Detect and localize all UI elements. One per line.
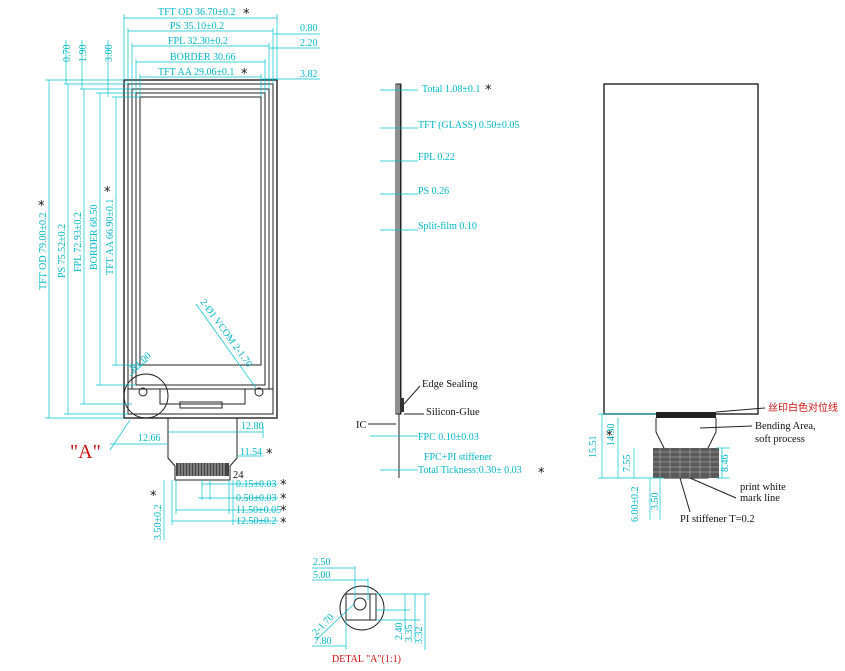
dim-bottom-left: 3.50±0.2 [153, 505, 164, 541]
ast-side: * [485, 83, 492, 98]
dim-bottom-3: 11.50±0.05 [236, 505, 281, 516]
dim-left-3: 3.00 [104, 45, 115, 63]
detail-dim-1: 2.50 [313, 557, 331, 568]
a-label: "A" [70, 441, 101, 463]
detail-a: 2.50 5.00 2-1.70 7.80 2.40 3.35 3.32 DET… [310, 557, 430, 665]
ps-outline [127, 83, 274, 415]
tft-od-outline [123, 79, 278, 419]
dim-bottom-4: 12.50±0.2 [236, 516, 277, 527]
layer-fpl: FPL 0.22 [418, 152, 455, 163]
fpc-label: FPC 0.10±0.03 [418, 432, 479, 443]
fpc-pi-label: FPC+PI stiffener [424, 452, 493, 463]
layer-total: Total 1.08±0.1 [422, 84, 480, 95]
ast-left-1: * [38, 199, 45, 214]
pin-label: 24 [233, 470, 244, 481]
dim-left-2: 1.90 [78, 45, 89, 63]
vcom-hole-right [254, 387, 264, 397]
layer-ps: PS 0.26 [418, 186, 449, 197]
detail-dim-6: 3.35 [404, 625, 415, 643]
detail-dim-5: 2.40 [394, 623, 405, 641]
detail-a-circle [123, 373, 169, 419]
back-dim-2: 14.30 [606, 424, 617, 447]
back-dim-1: 15.51 [588, 436, 599, 459]
vcom-hole-left [138, 387, 148, 397]
edge-seal [400, 398, 404, 412]
ast-top-2: * [241, 67, 248, 82]
dim-right-1: 0.80 [300, 23, 318, 34]
bending-label-2: soft process [755, 434, 805, 445]
bottom-ledge [128, 388, 273, 405]
print-label-1: print white [740, 482, 786, 493]
fpl-outline [131, 88, 270, 390]
dim-bottom-1: 0.15±0.03 [236, 479, 277, 490]
dim-ps-w: PS 35.10±0.2 [170, 21, 224, 32]
border-outline [135, 92, 266, 386]
total-thickness-label: Total Tickness:0.30± 0.03 [418, 465, 522, 476]
dim-left-1: 0.70 [62, 45, 73, 63]
dim-fpl-w: FPL 32.30±0.2 [168, 36, 228, 47]
edge-sealing-label: Edge Sealing [422, 379, 478, 390]
side-view: Total 1.08±0.1 * TFT (GLASS) 0.50±0.05 F… [356, 83, 545, 481]
pi-stiffener [653, 448, 719, 478]
bend-strip [656, 412, 716, 418]
ast-b3: * [280, 504, 287, 519]
ast-back: * [606, 429, 613, 444]
active-area [139, 96, 262, 366]
dim-right-3: 3.82 [300, 69, 318, 80]
print-label-2: mark line [740, 493, 780, 504]
front-view: 24 TFT OD 36.70±0.2 PS 35.10±0.2 FPL 32.… [38, 7, 320, 540]
ast-fpc: * [266, 447, 273, 462]
dim-bottom-2: 0.50±0.03 [236, 493, 277, 504]
fpc-tail [167, 418, 238, 481]
detail-dim-4: 7.80 [314, 636, 332, 647]
silicon-glue-label: Silicon-Glue [426, 407, 480, 418]
ic-label: IC [356, 420, 367, 431]
bending-label-1: Bending Area, [755, 421, 816, 432]
silk-label: 丝印白色对位线 [768, 401, 838, 414]
back-dim-5: 6.00±0.2 [630, 487, 641, 523]
dim-right-2: 2.20 [300, 38, 318, 49]
detail-circle [339, 585, 385, 631]
fpc-pins [176, 463, 229, 476]
detail-hole [353, 597, 367, 611]
ic-chip [179, 401, 223, 409]
back-dim-6: 3.50 [650, 493, 661, 511]
layer-tft: TFT (GLASS) 0.50±0.05 [418, 120, 519, 131]
ast-thick: * [538, 466, 545, 481]
ast-left-2: * [104, 185, 111, 200]
back-dim-4: 8.46 [720, 455, 731, 473]
back-panel [603, 83, 759, 415]
pi-label: PI stiffener T=0.2 [680, 514, 755, 525]
dim-ps-h: PS 75.52±0.2 [57, 224, 68, 278]
detail-dim-2: 5.00 [313, 570, 331, 581]
dim-tft-od-w: TFT OD 36.70±0.2 [158, 7, 236, 18]
detail-dim-3: 2-1.70 [310, 612, 336, 638]
back-dim-3: 7.55 [622, 455, 633, 473]
detail-dim-7: 3.32 [414, 627, 425, 645]
dim-fpl-h: FPL 72.93±0.2 [73, 212, 84, 272]
dim-border-h: BORDER 68.50 [89, 204, 100, 270]
dim-fpc-3: 11.54 [240, 447, 262, 458]
vcom-label: 2-Ø1 VCOM 2-1.70 [198, 297, 255, 369]
dim-tft-aa-w: TFT AA 29.06±0.1 [158, 67, 234, 78]
dim-fpc-2: 12.66 [138, 433, 161, 444]
dim-tft-aa-h: TFT AA 66.90±0.1 [105, 199, 116, 275]
dim-tft-od-h: TFT OD 79.00±0.2 [38, 212, 49, 290]
back-view: 丝印白色对位线 Bending Area, soft process print… [588, 83, 838, 525]
layer-split: Split-film 0.10 [418, 221, 477, 232]
ast-b5: * [150, 489, 157, 504]
ast-b2: * [280, 492, 287, 507]
dim-border-w: BORDER 30.66 [170, 52, 236, 63]
ast-b4: * [280, 516, 287, 531]
dim-fpc-1: 12.80 [241, 421, 264, 432]
detail-caption: DETAL "A"(1:1) [332, 654, 401, 665]
ast-b1: * [280, 478, 287, 493]
ast-top-1: * [243, 7, 250, 22]
